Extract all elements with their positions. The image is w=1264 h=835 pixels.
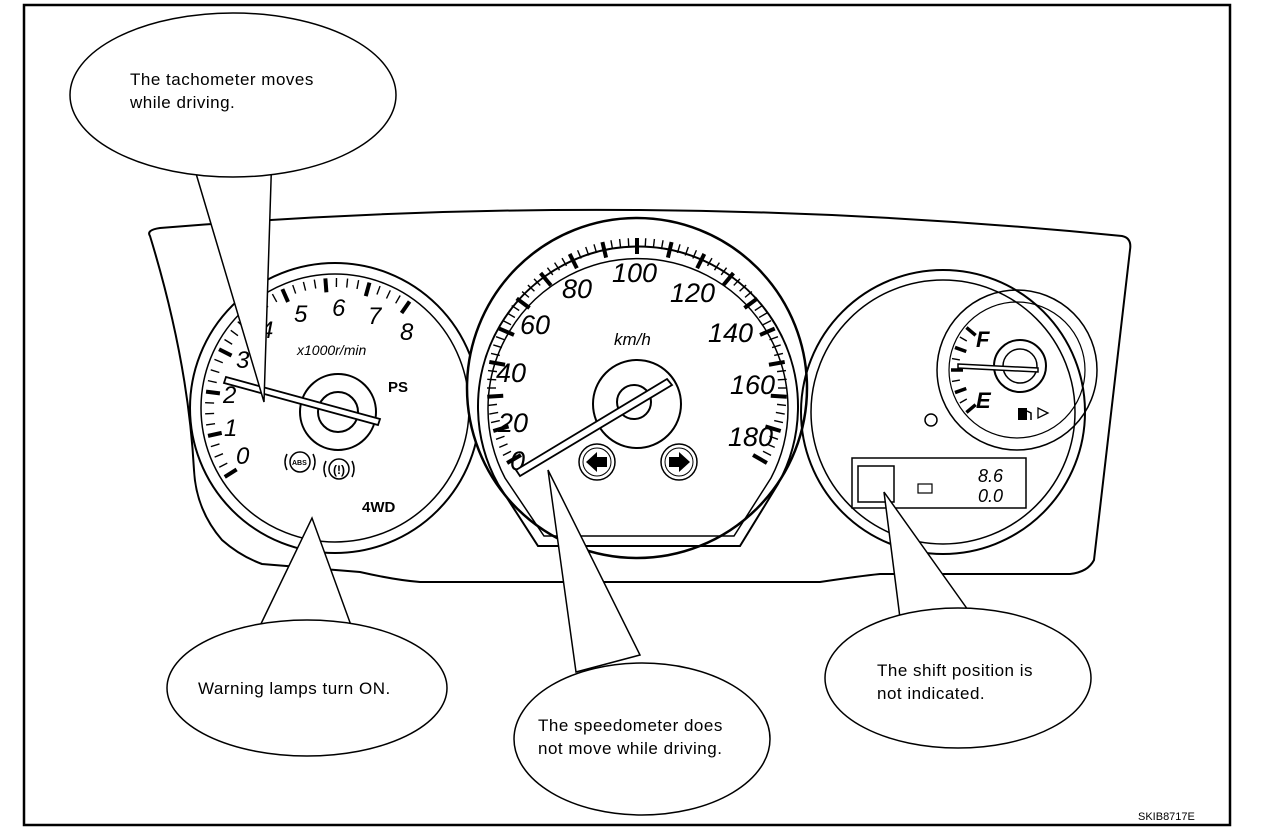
gauge-tick	[955, 347, 966, 351]
gauge-tick	[211, 444, 220, 447]
gauge-tick	[960, 337, 967, 341]
callout-speedometer-line2: not move while driving.	[538, 739, 722, 758]
callout-speedometer-line1: The speedometer does	[538, 716, 723, 735]
callout-warning-line1: Warning lamps turn ON.	[198, 679, 391, 698]
gauge-tick	[208, 433, 222, 436]
tacho-unit-label: x1000r/min	[296, 342, 366, 358]
gauge-tick	[219, 349, 231, 355]
tacho-num-8: 8	[400, 319, 414, 346]
gauge-tick	[960, 399, 967, 403]
gauge-tick	[225, 469, 237, 476]
speedo-num-140: 140	[708, 318, 753, 348]
gauge-tick	[293, 285, 296, 294]
gauge-tick	[214, 359, 222, 362]
tacho-num-1: 1	[224, 415, 237, 442]
shift-position-indicator	[858, 466, 894, 502]
callout-warning: Warning lamps turn ON.	[167, 518, 447, 756]
gauge-tick	[377, 286, 380, 294]
brake-warning-icon: (!)	[324, 459, 354, 479]
fuel-gauge-panel: F E 8.6 0.0	[801, 270, 1097, 554]
callout-tachometer-line1: The tachometer moves	[130, 70, 314, 89]
callout-shift-line1: The shift position is	[877, 661, 1033, 680]
callout-shift-line2: not indicated.	[877, 684, 985, 703]
fuel-empty-label: E	[976, 388, 992, 413]
fourwd-label: 4WD	[362, 499, 396, 516]
gauge-tick	[206, 392, 220, 394]
speedo-num-120: 120	[670, 278, 715, 308]
gauge-tick	[628, 238, 629, 247]
lcd-small-indicator-icon	[918, 484, 932, 493]
abs-warning-icon: ABS	[285, 452, 315, 472]
gauge-tick	[952, 380, 960, 381]
gauge-tick	[645, 238, 646, 247]
fuel-door-side-arrow-icon	[1038, 408, 1048, 418]
gauge-tick	[208, 381, 217, 383]
odometer-line1: 8.6	[978, 466, 1004, 486]
gauge-tick	[211, 370, 220, 373]
speedo-num-20: 20	[497, 408, 528, 438]
gauge-tick	[966, 328, 975, 336]
abs-label: ABS	[292, 460, 307, 467]
gauge-tick	[325, 278, 326, 292]
tacho-num-3: 3	[236, 347, 250, 374]
callout-tachometer-line2: while driving.	[129, 93, 235, 112]
speedo-num-180: 180	[728, 422, 773, 452]
gauge-tick	[487, 396, 503, 397]
gauge-tick	[366, 283, 370, 296]
fuel-gauge-ticks	[951, 328, 976, 413]
callout-shift-pointer	[884, 492, 968, 618]
gauge-tick	[402, 302, 410, 313]
fuel-full-label: F	[976, 327, 990, 352]
gauge-tick	[303, 282, 305, 291]
right-turn-signal-icon	[661, 444, 697, 480]
tacho-num-7: 7	[368, 303, 383, 330]
gauge-tick	[231, 330, 238, 335]
gauge-tick	[206, 424, 215, 425]
gauge-tick	[347, 279, 348, 288]
speedo-num-40: 40	[496, 358, 526, 388]
left-turn-signal-icon	[579, 444, 615, 480]
tacho-num-6: 6	[332, 295, 346, 322]
gauge-tick	[282, 289, 288, 302]
speedo-num-100: 100	[612, 258, 657, 288]
fuel-pump-icon	[1018, 408, 1031, 420]
callout-warning-pointer	[258, 518, 352, 630]
gauge-tick	[769, 362, 785, 365]
gauge-tick	[396, 296, 401, 304]
tacho-num-0: 0	[236, 443, 250, 470]
tachometer: 0 1 2 3 4 5 6 7 8 x1000r/min PS 4WD ABS …	[190, 263, 480, 553]
odometer-line2: 0.0	[978, 486, 1003, 506]
figure-id: SKIB8717E	[1138, 811, 1195, 823]
gauge-tick	[966, 405, 975, 413]
gauge-tick	[778, 379, 787, 380]
ps-label: PS	[388, 379, 408, 396]
gauge-tick	[224, 340, 232, 345]
gauge-tick	[955, 388, 966, 392]
gauge-tick	[272, 294, 276, 302]
indicator-lamp-icon	[925, 414, 937, 426]
speedometer: 0 20 40 60 80 100 120 140 160 180 km/h	[467, 218, 807, 558]
brake-label: (!)	[333, 463, 345, 477]
speedo-num-160: 160	[730, 370, 775, 400]
gauge-tick	[357, 280, 359, 289]
speedo-unit-label: km/h	[614, 330, 651, 349]
callout-tachometer-pointer	[192, 150, 272, 402]
speedo-num-80: 80	[562, 274, 592, 304]
tacho-num-5: 5	[294, 301, 308, 328]
speedo-num-60: 60	[520, 310, 550, 340]
gauge-tick	[215, 454, 223, 457]
gauge-tick	[314, 280, 315, 289]
gauge-tick	[386, 290, 390, 298]
gauge-tick	[219, 463, 227, 467]
gauge-tick	[487, 379, 496, 380]
gauge-tick	[952, 359, 960, 360]
